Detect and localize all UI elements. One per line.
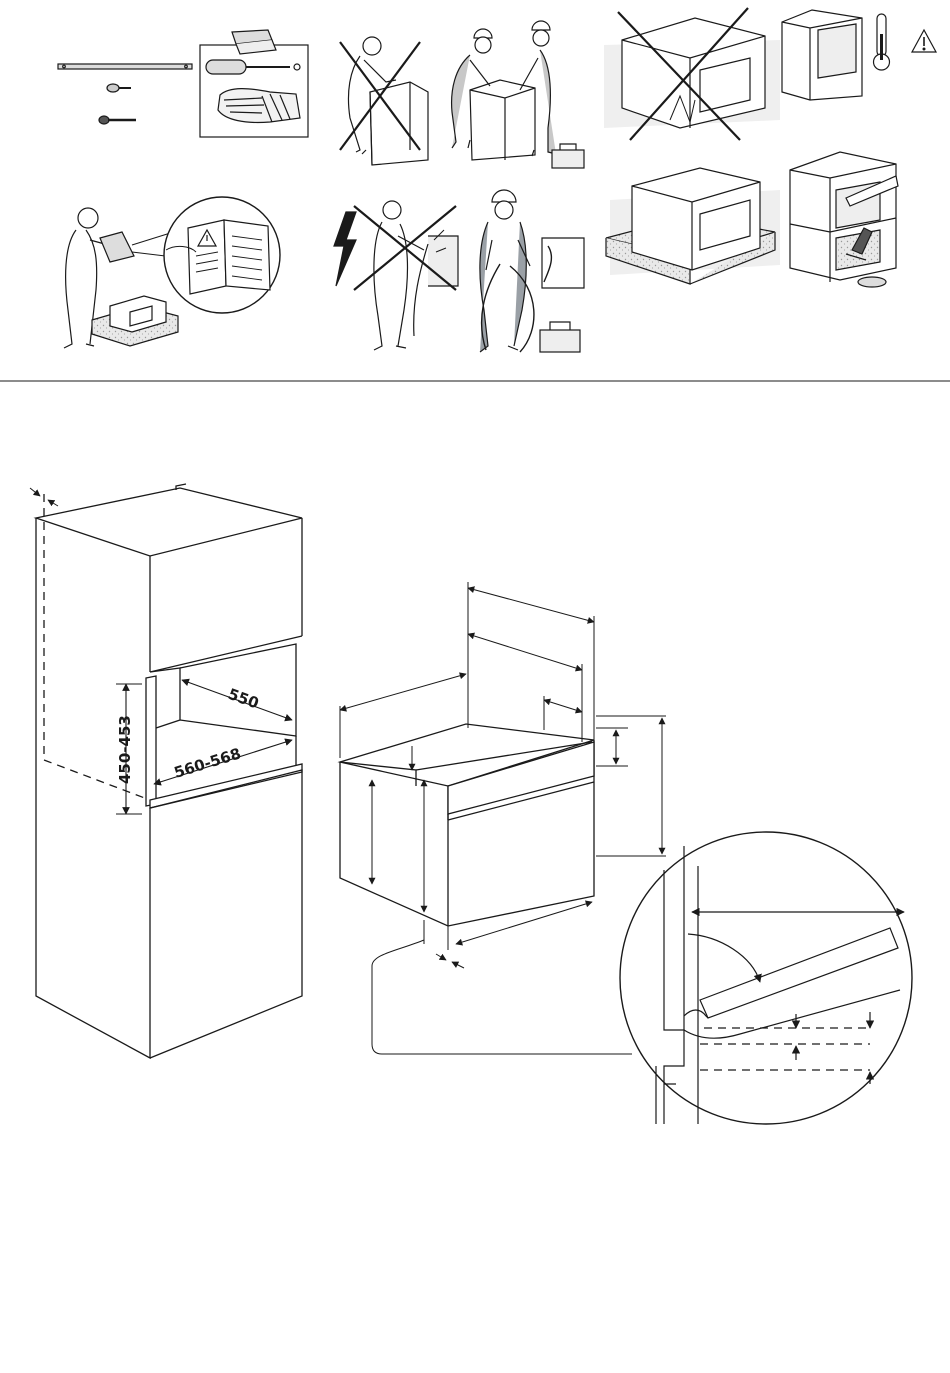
read-manual-scene	[64, 197, 280, 348]
niche-depth-label: 550	[226, 685, 262, 713]
bracket-icon	[232, 30, 276, 54]
manual-magnifier	[164, 197, 280, 313]
niche-height-label: 450-453	[116, 715, 134, 784]
accessories-group	[58, 30, 308, 137]
detail-callout-line	[372, 940, 632, 1054]
lift-scene	[340, 21, 584, 168]
mounting-rail	[58, 64, 192, 69]
thermometer-icon	[874, 14, 890, 70]
oven-in-box	[92, 296, 178, 346]
electrical-scene	[334, 190, 584, 352]
tall-cabinet	[30, 484, 302, 1058]
oven-dimension-drawing	[340, 582, 666, 968]
niche-dimension-labels: 550 560-568 450-453	[116, 685, 261, 784]
screw-short-icon	[107, 84, 131, 92]
dustpan-icon	[858, 277, 886, 287]
person-unplugged-prohibited	[354, 201, 458, 350]
unpacking-scene	[604, 8, 780, 284]
cabinet-temperature	[782, 10, 936, 100]
cabinet-cleaning	[790, 152, 898, 287]
oven-body	[340, 724, 594, 926]
technician-connecting	[480, 190, 584, 352]
gloves-icon	[218, 89, 300, 123]
warning-triangle-icon	[912, 30, 936, 52]
tools-box	[200, 30, 308, 137]
empty-cabinet	[782, 10, 862, 100]
single-person-lift-prohibited	[340, 37, 428, 165]
detail-magnifier	[620, 832, 912, 1124]
toolbox-icon	[552, 144, 584, 168]
oven-on-packaging-prohibited	[604, 8, 780, 140]
lightning-bolt-icon	[334, 212, 356, 286]
two-person-lift	[452, 21, 584, 168]
oven-on-surface	[606, 168, 780, 284]
toolbox-icon	[540, 322, 580, 352]
niche-width-label: 560-568	[172, 744, 243, 781]
screw-long-icon	[99, 116, 136, 124]
